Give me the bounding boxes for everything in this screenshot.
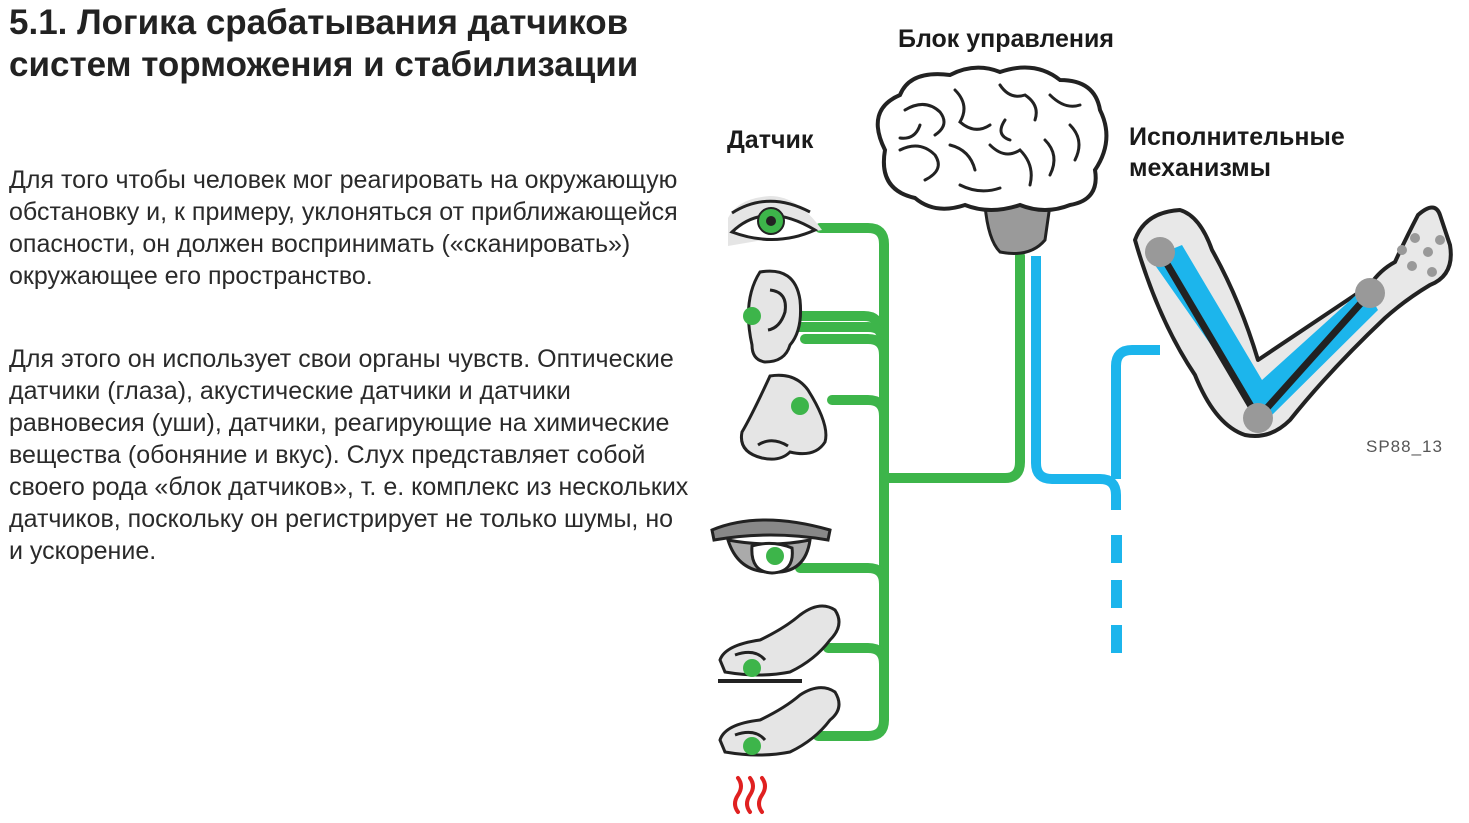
control-unit-label: Блок управления — [898, 25, 1114, 53]
arm-icon — [1133, 205, 1453, 438]
paragraph-senses: Для этого он использует свои органы чувс… — [9, 345, 689, 565]
brain-icon — [875, 65, 1109, 255]
actuator-signal-lines — [1031, 256, 1160, 510]
figure-code: SP88_13 — [1366, 437, 1443, 456]
actuators-label: Исполнительные механизмы — [1129, 123, 1345, 182]
nose-icon — [739, 373, 828, 461]
finger-touch-icon — [718, 604, 841, 683]
finger-heat-icon — [718, 686, 841, 814]
page-title: 5.1. Логика срабатывания датчиков систем… — [9, 3, 639, 84]
paragraph-intro: Для того чтобы человек мог реагировать н… — [9, 166, 678, 290]
sensor-label: Датчик — [727, 126, 814, 154]
eye-icon — [728, 196, 822, 246]
sensor-diagram — [710, 65, 1453, 814]
sensor-signal-lines — [785, 223, 1025, 741]
ear-icon — [743, 269, 802, 364]
heat-icon — [733, 776, 767, 814]
tongue-icon — [710, 518, 832, 575]
actuator-dashes — [1111, 535, 1122, 653]
